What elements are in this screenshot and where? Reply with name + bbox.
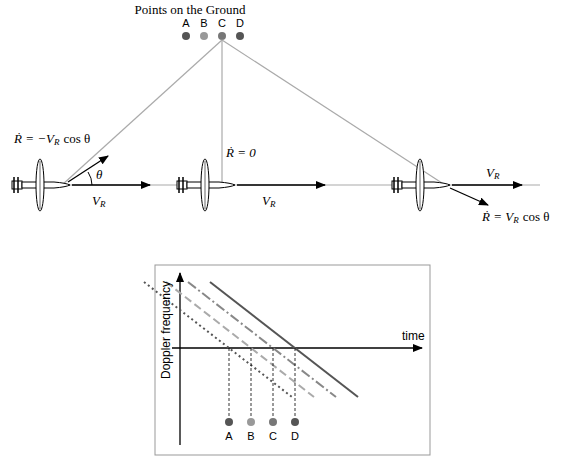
velocity-label: V — [486, 166, 494, 179]
range-rate-label: Ṙ = 0 — [226, 146, 256, 159]
range-rate-label: Ṙ = V — [482, 210, 513, 223]
ground-point — [200, 32, 208, 40]
ground-point — [218, 32, 226, 40]
point-label: A — [182, 18, 189, 29]
line-of-sight — [20, 40, 540, 185]
velocity-label: V — [262, 194, 270, 207]
range-rate-label: Ṙ = −V — [14, 132, 54, 145]
range-rate-label: cos θ — [523, 210, 550, 223]
aircraft — [392, 159, 450, 211]
velocity-label: V — [92, 194, 100, 207]
point-label: C — [218, 18, 226, 29]
point-label: D — [291, 431, 299, 442]
ground-point — [269, 418, 277, 426]
subscript: R — [494, 172, 500, 181]
drop-line — [229, 348, 295, 416]
subscript: R — [54, 138, 60, 147]
point-label: B — [247, 431, 254, 442]
subscript: R — [100, 200, 106, 209]
ground-point — [182, 32, 190, 40]
angle-label: θ — [96, 168, 102, 181]
chart-title: Points on the Ground — [135, 3, 246, 16]
axis-label: Doppler frequency — [160, 281, 172, 379]
chart-frame — [155, 265, 430, 455]
point-label: B — [200, 18, 207, 29]
aircraft — [12, 159, 70, 211]
ground-point — [236, 32, 244, 40]
axis-label: time — [402, 330, 425, 342]
ground-point — [247, 418, 255, 426]
point-label: C — [269, 431, 277, 442]
ground-point — [291, 418, 299, 426]
point-label: D — [236, 18, 244, 29]
velocity-arrow — [68, 156, 522, 205]
subscript: R — [513, 216, 519, 225]
range-rate-label: cos θ — [63, 132, 90, 145]
subscript: R — [270, 200, 276, 209]
chart-axis — [172, 273, 422, 445]
ground-point — [225, 418, 233, 426]
angle-arc — [88, 172, 92, 185]
point-label: A — [225, 431, 232, 442]
aircraft — [177, 159, 235, 211]
